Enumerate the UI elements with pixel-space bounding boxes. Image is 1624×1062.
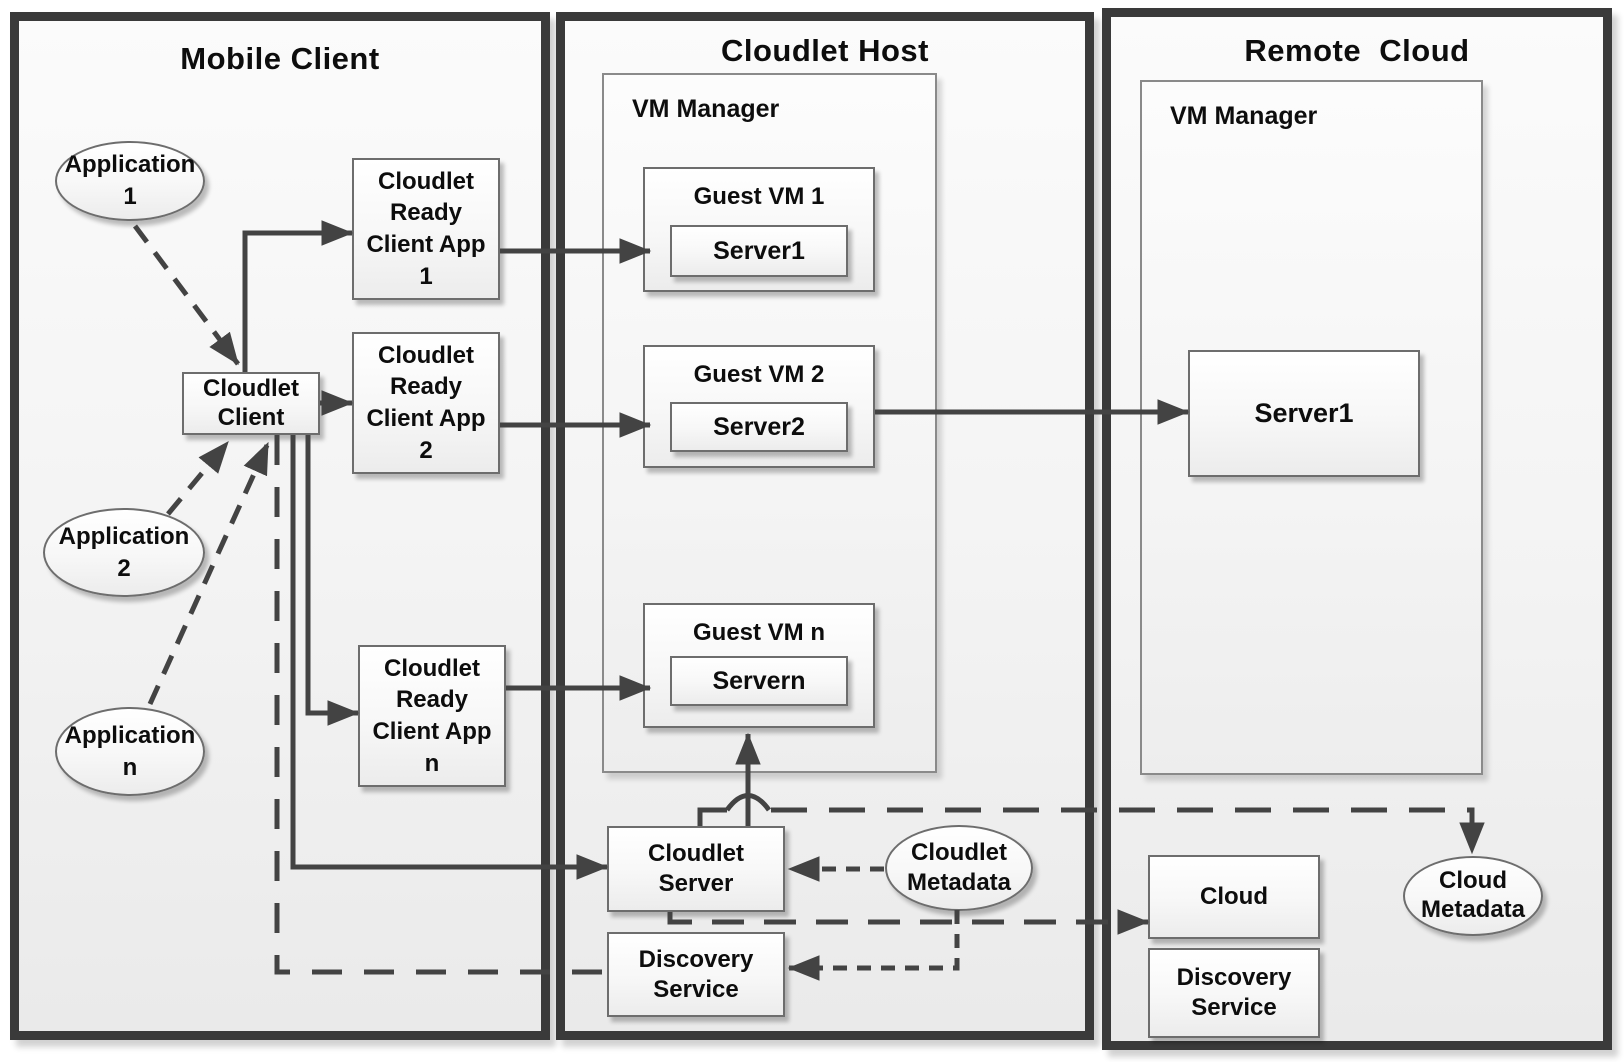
cloudlet-ready-client-app-1-box: Cloudlet Ready Client App 1: [352, 158, 500, 300]
cloudlet-host-title: Cloudlet Host: [721, 33, 929, 68]
vm-manager-label-host: VM Manager: [632, 95, 780, 123]
ready-app-2-label: Cloudlet Ready Client App 2: [366, 341, 486, 464]
guest-vm-2-label: Guest VM 2: [693, 361, 825, 388]
cloudlet-client-box: Cloudlet Client: [182, 372, 320, 435]
application-n-label: Application n: [64, 721, 196, 781]
server-n-box-host: Servern: [670, 656, 848, 706]
cloudlet-metadata-ellipse: Cloudlet Metadata: [885, 825, 1033, 911]
guest-vm-1-label: Guest VM 1: [693, 183, 825, 210]
application-1-ellipse: Application 1: [55, 141, 205, 221]
server1-box-remote: Server1: [1188, 350, 1420, 477]
cloudlet-ready-client-app-2-box: Cloudlet Ready Client App 2: [352, 332, 500, 474]
discovery-service-box-host: Discovery Service: [607, 932, 785, 1017]
server2-box-host: Server2: [670, 402, 848, 452]
ready-app-n-label: Cloudlet Ready Client App n: [372, 654, 492, 777]
server1-label-host: Server1: [713, 236, 805, 265]
remote-cloud-title: Remote Cloud: [1244, 33, 1470, 68]
cloud-metadata-label: Cloud Metadata: [1420, 867, 1526, 923]
server2-label-host: Server2: [713, 412, 805, 441]
cloudlet-metadata-label: Cloudlet Metadata: [906, 839, 1012, 896]
server1-box-host: Server1: [670, 225, 848, 277]
server1-label-remote: Server1: [1254, 397, 1354, 428]
application-1-label: Application 1: [64, 151, 196, 210]
cloudlet-server-label: Cloudlet Server: [648, 840, 744, 897]
cloudlet-ready-client-app-n-box: Cloudlet Ready Client App n: [358, 645, 506, 787]
application-2-ellipse: Application 2: [43, 508, 205, 597]
cloud-box-remote: Cloud: [1148, 855, 1320, 939]
cloud-label-remote: Cloud: [1200, 883, 1268, 911]
discovery-service-label-host: Discovery Service: [638, 945, 754, 1003]
cloud-metadata-ellipse: Cloud Metadata: [1403, 856, 1543, 936]
ready-app-1-label: Cloudlet Ready Client App 1: [366, 167, 486, 290]
application-2-label: Application 2: [58, 522, 190, 582]
guest-vm-n-label: Guest VM n: [692, 619, 825, 646]
mobile-client-title: Mobile Client: [180, 41, 380, 76]
vm-manager-label-remote: VM Manager: [1170, 102, 1318, 130]
discovery-service-label-remote: Discovery Service: [1176, 964, 1292, 1021]
cloudlet-server-box: Cloudlet Server: [607, 826, 785, 912]
discovery-service-box-remote: Discovery Service: [1148, 948, 1320, 1038]
server-n-label-host: Servern: [712, 666, 806, 695]
application-n-ellipse: Application n: [55, 707, 205, 796]
cloudlet-client-label: Cloudlet Client: [203, 374, 299, 431]
